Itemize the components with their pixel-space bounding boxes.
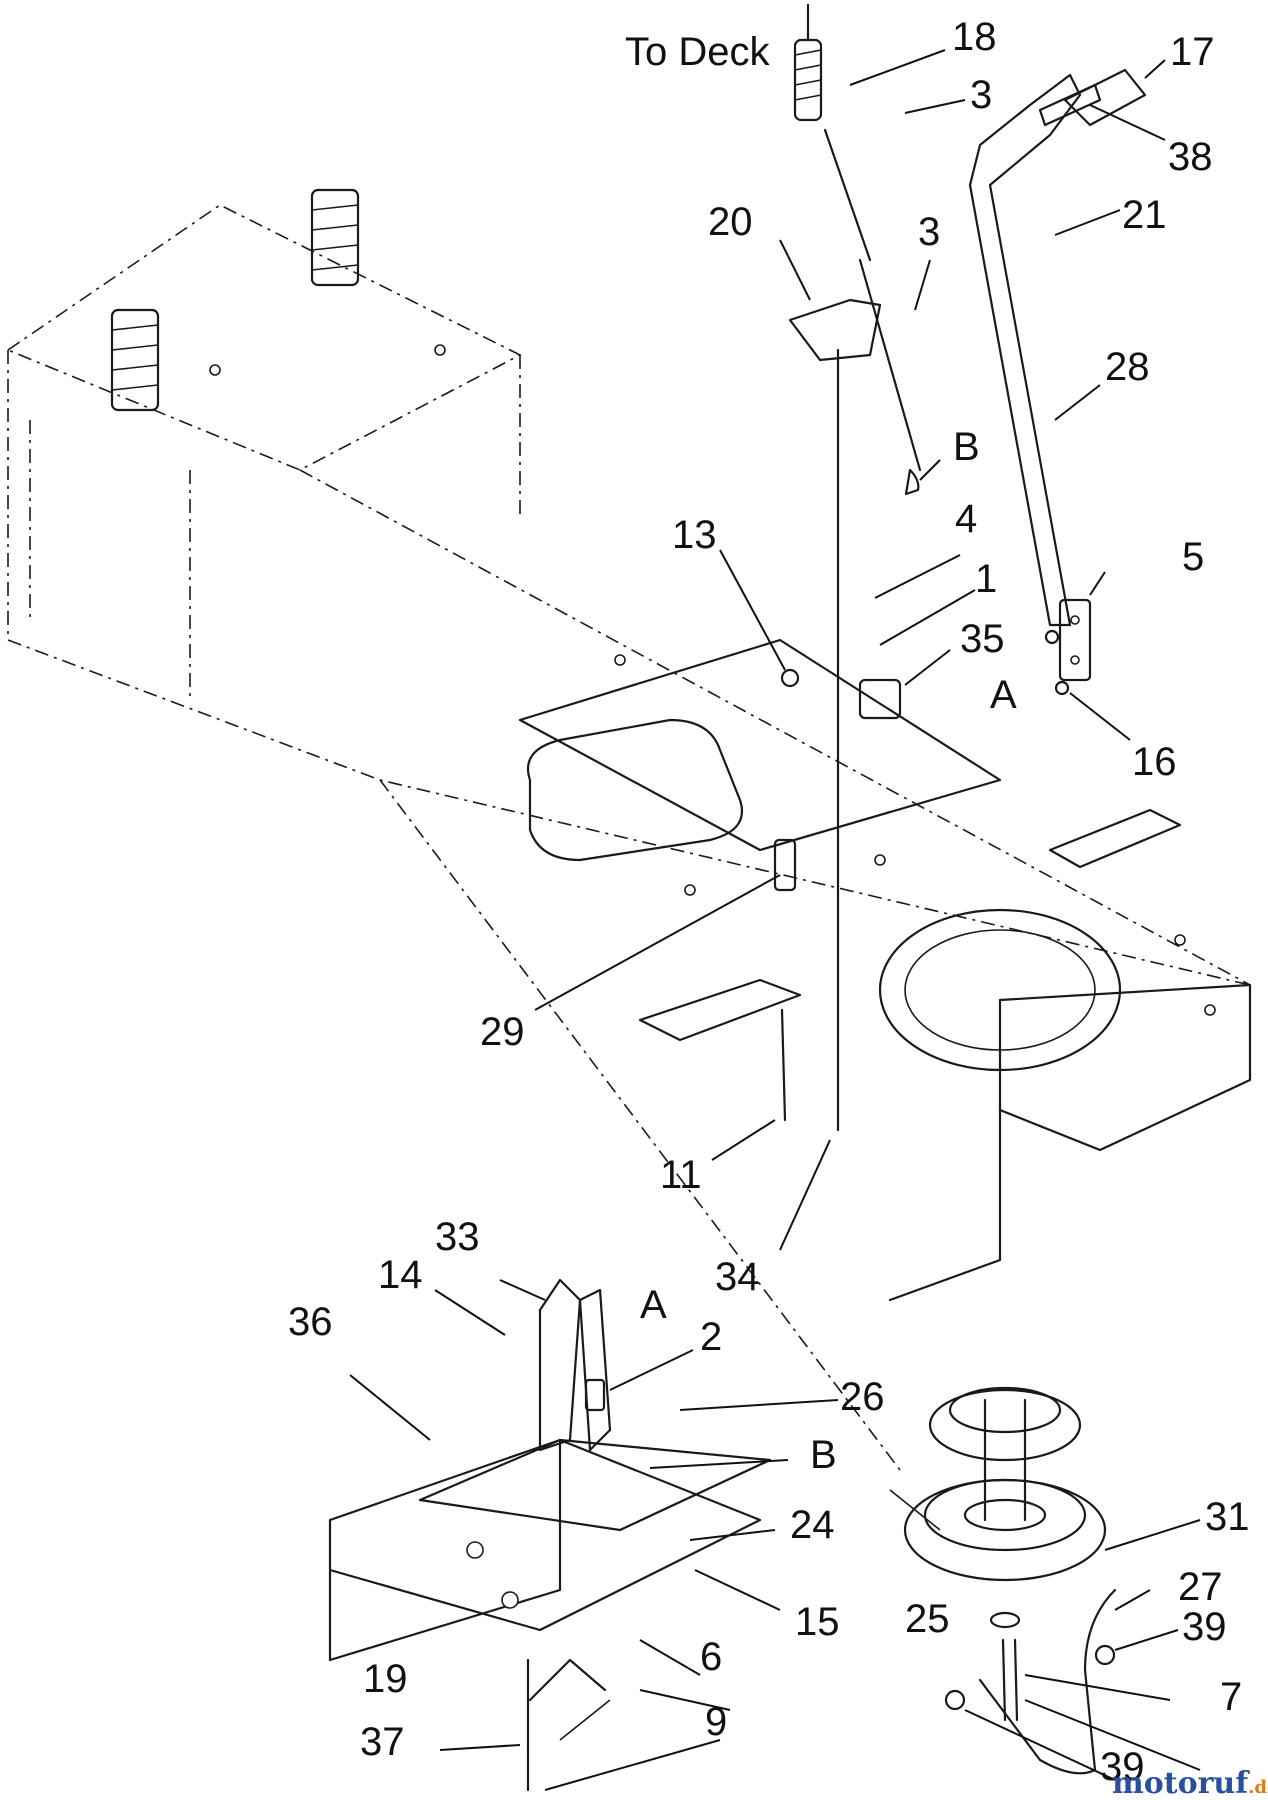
callout-25: 25 <box>905 1597 950 1641</box>
callout-6: 6 <box>700 1635 722 1679</box>
washer-5 <box>1044 629 1060 645</box>
callout-39a: 39 <box>1182 1605 1227 1649</box>
callout-36: 36 <box>288 1300 333 1344</box>
callout-2: 2 <box>700 1315 722 1359</box>
callout-18: 18 <box>952 15 997 59</box>
pulley-assembly <box>903 1386 1107 1722</box>
callout-b-top: B <box>953 425 980 469</box>
callout-38: 38 <box>1168 135 1213 179</box>
callout-20: 20 <box>708 200 753 244</box>
callout-5: 5 <box>1182 535 1204 579</box>
callout-11: 11 <box>660 1153 702 1197</box>
deck-cable <box>793 3 922 496</box>
callout-24: 24 <box>790 1503 835 1547</box>
callout-19: 19 <box>363 1657 408 1701</box>
callout-4: 4 <box>955 497 977 541</box>
callout-1: 1 <box>975 557 997 601</box>
callout-b-bottom: B <box>810 1433 837 1477</box>
lower-bracket <box>328 1278 772 1792</box>
callout-7: 7 <box>1220 1675 1242 1719</box>
callout-28: 28 <box>1105 345 1150 389</box>
nut-13 <box>780 668 800 688</box>
tractor-frame <box>7 188 1252 1471</box>
watermark-tld: .de <box>1248 1777 1268 1798</box>
callout-3a: 3 <box>970 73 992 117</box>
callout-37: 37 <box>360 1720 405 1764</box>
switch <box>858 678 902 720</box>
callout-26: 26 <box>840 1375 885 1419</box>
callout-14: 14 <box>378 1253 423 1297</box>
watermark-main: motoruf <box>1112 1766 1250 1800</box>
watermark: motoruf.de <box>1112 1766 1268 1800</box>
callout-a-top: A <box>990 673 1017 717</box>
callout-15: 15 <box>795 1600 840 1644</box>
callout-35: 35 <box>960 617 1005 661</box>
callout-to-deck: To Deck <box>625 30 770 74</box>
callout-27: 27 <box>1178 1565 1223 1609</box>
callout-21: 21 <box>1122 193 1167 237</box>
leader-lines <box>349 49 1201 1791</box>
cable-bracket <box>788 298 882 362</box>
callout-3b: 3 <box>918 210 940 254</box>
callout-16: 16 <box>1132 740 1177 784</box>
idler-arm <box>978 1588 1117 1775</box>
spacer-29 <box>773 838 797 892</box>
bolt-39a <box>1094 1644 1116 1666</box>
bolt-39b <box>944 1689 966 1711</box>
screw-11 <box>780 1008 787 1122</box>
callout-29: 29 <box>480 1010 525 1054</box>
callout-39b: 39 <box>1100 1745 1145 1789</box>
callout-31: 31 <box>1205 1495 1250 1539</box>
callout-34: 34 <box>715 1255 760 1299</box>
seat-spring-right <box>310 188 360 287</box>
callout-9: 9 <box>705 1700 727 1744</box>
seat-spring-left <box>110 308 160 412</box>
callout-a-bottom: A <box>640 1283 667 1327</box>
washer-16 <box>1054 680 1070 696</box>
lift-lever <box>968 68 1147 682</box>
belt <box>889 1489 941 1531</box>
callout-17: 17 <box>1170 30 1215 74</box>
callout-13: 13 <box>672 513 717 557</box>
callout-33: 33 <box>435 1215 480 1259</box>
